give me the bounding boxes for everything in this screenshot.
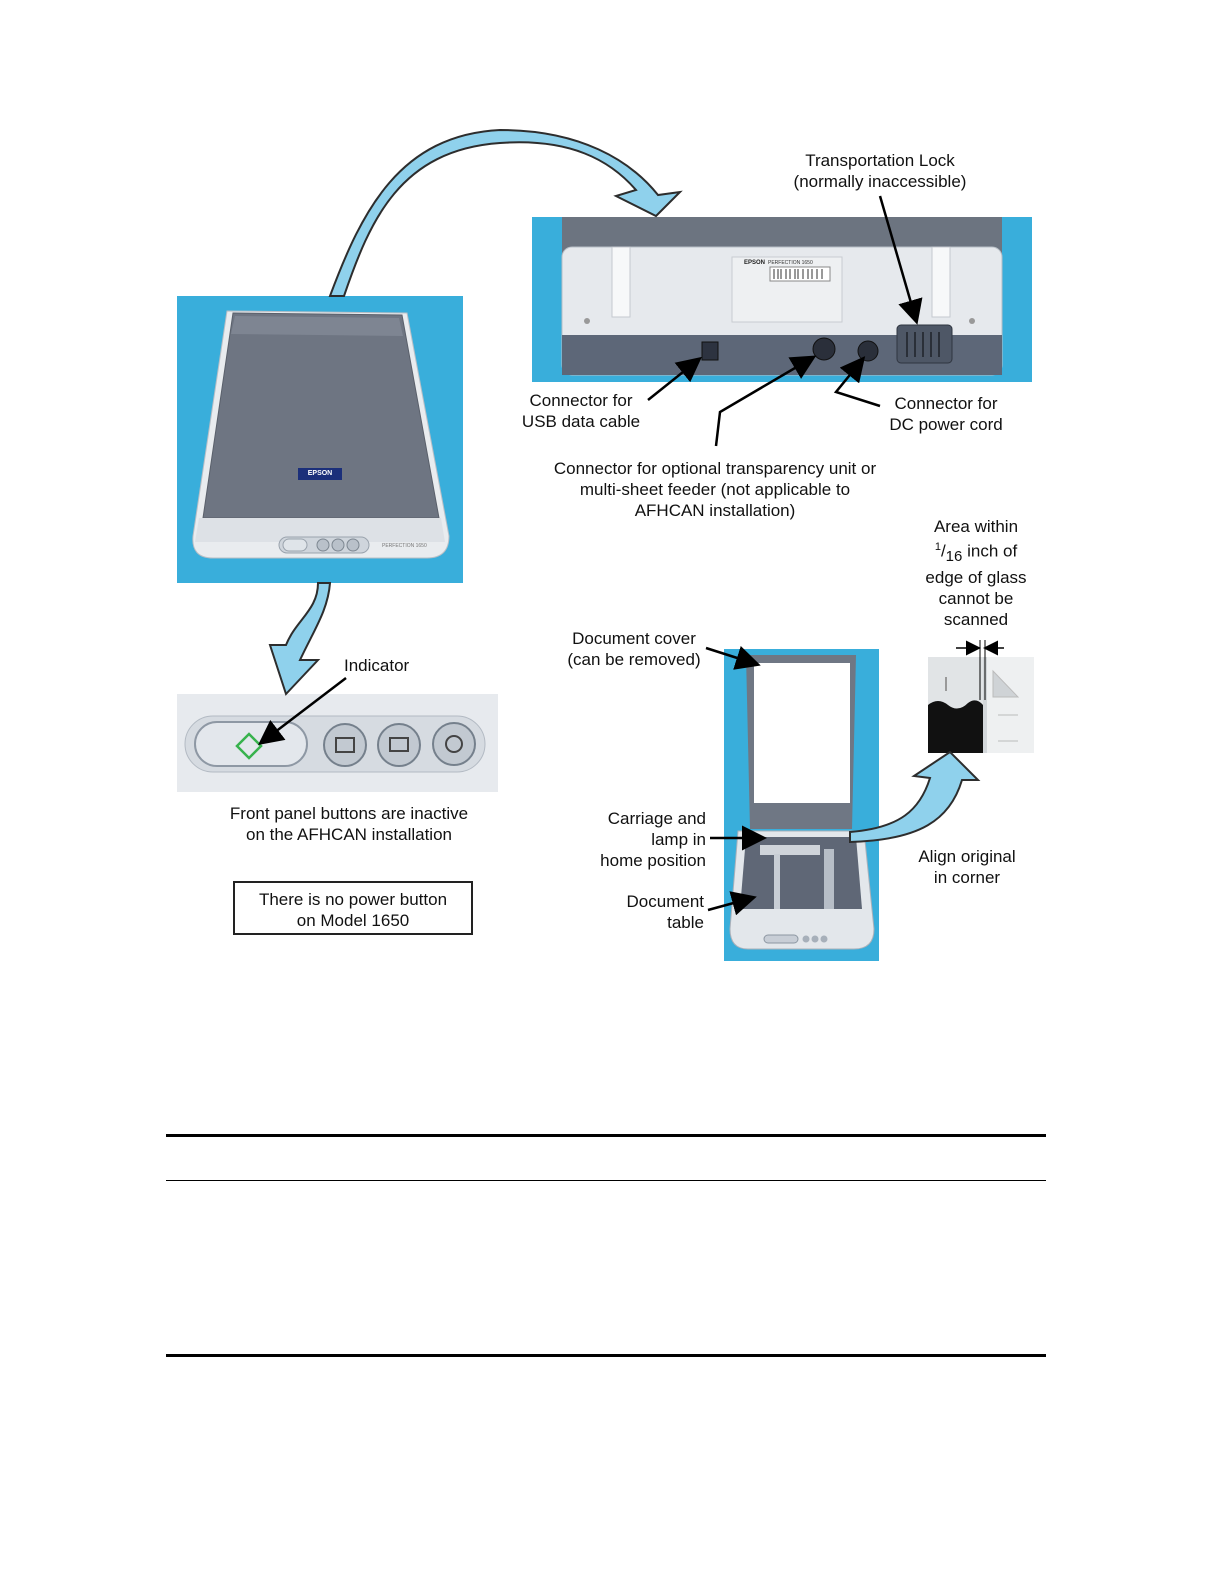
fraction-numerator: 1	[935, 541, 941, 553]
pointer-dc	[836, 360, 880, 406]
dimension-marker	[956, 640, 1004, 700]
label-align-original: Align original in corner	[904, 846, 1030, 888]
label-front-panel: Front panel buttons are inactive on the …	[218, 803, 480, 845]
flow-arrow-to-rear	[330, 130, 680, 296]
flow-arrow-to-inset	[850, 752, 978, 842]
pointer-usb	[648, 360, 698, 400]
pointer-transport-lock	[880, 196, 916, 320]
label-usb-connector: Connector for USB data cable	[516, 390, 646, 432]
label-document-cover: Document cover (can be removed)	[556, 628, 712, 670]
label-carriage: Carriage and lamp in home position	[586, 808, 706, 871]
flow-arrow-to-panel	[270, 583, 330, 694]
power-note-line2: on Model 1650	[235, 910, 471, 931]
label-dc-connector: Connector for DC power cord	[880, 393, 1012, 435]
pointer-indicator	[262, 678, 346, 742]
pointer-document-cover	[706, 648, 756, 664]
power-note-line1: There is no power button	[235, 889, 471, 910]
pointer-optional	[716, 358, 812, 446]
label-area-within: Area within 1/16 inch of edge of glass c…	[912, 516, 1040, 630]
footer-rule-top	[166, 1134, 1046, 1137]
label-document-table: Document table	[604, 891, 704, 933]
label-indicator: Indicator	[344, 655, 409, 676]
footer-rule-middle	[166, 1180, 1046, 1181]
footer-rule-bottom	[166, 1354, 1046, 1357]
label-optional-connector: Connector for optional transparency unit…	[540, 458, 890, 521]
fraction-denominator: 16	[946, 548, 963, 565]
power-note-box: There is no power button on Model 1650	[233, 881, 473, 935]
pointer-document-table	[708, 898, 752, 910]
label-transportation-lock: Transportation Lock (normally inaccessib…	[790, 150, 970, 192]
area-line2-rest: inch of	[962, 542, 1017, 561]
